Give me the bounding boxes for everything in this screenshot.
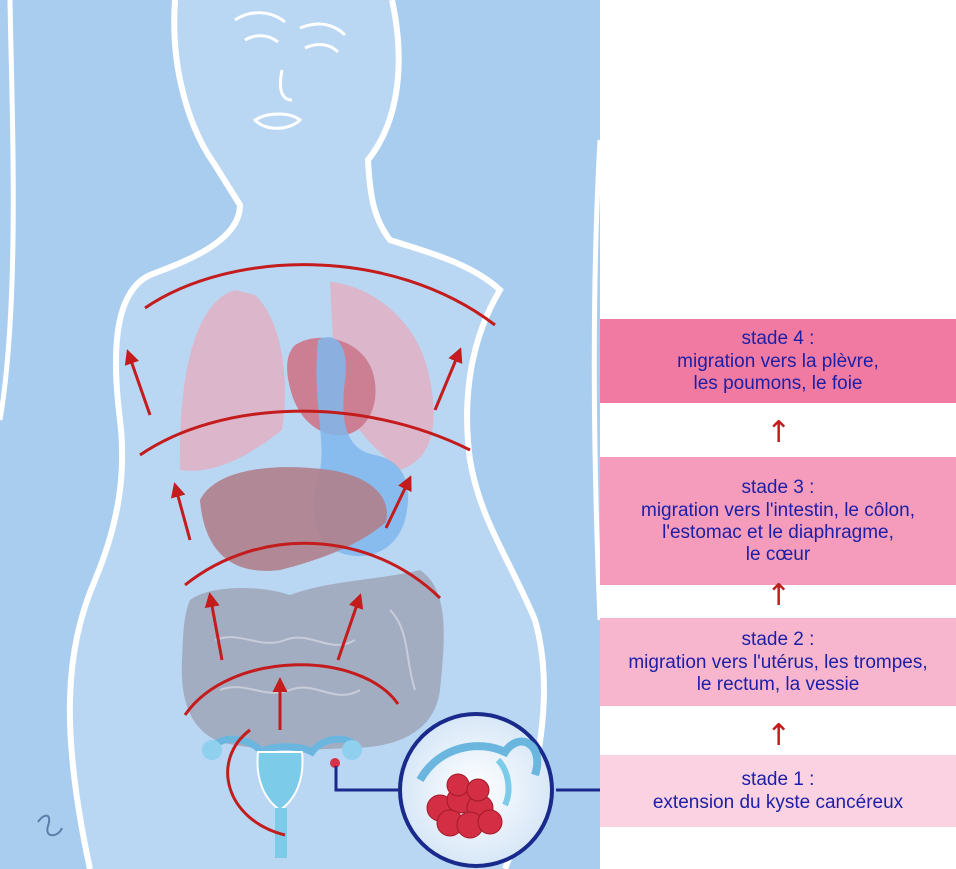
stage-3-line-3: le cœur [746, 544, 810, 566]
stage-2-line-1: migration vers l'utérus, les trompes, [628, 652, 927, 674]
stage-1-box: stade 1 : extension du kyste cancéreux [600, 755, 956, 827]
stage-2-line-2: le rectum, la vessie [697, 674, 860, 696]
zoom-circle [400, 714, 552, 866]
stage-2-box: stade 2 : migration vers l'utérus, les t… [600, 618, 956, 706]
stage-2-title: stade 2 : [742, 629, 815, 651]
arrow-up-icon: ↑ [766, 415, 790, 451]
stage-3-line-1: migration vers l'intestin, le côlon, [641, 500, 915, 522]
stage-3-title: stade 3 : [742, 477, 815, 499]
stage-3-line-2: l'estomac et le diaphragme, [662, 522, 894, 544]
stage-1-title: stade 1 : [742, 769, 815, 791]
stage-4-line-2: les poumons, le foie [694, 373, 863, 395]
stage-4-line-1: migration vers la plèvre, [677, 351, 879, 373]
stage-4-box: stade 4 : migration vers la plèvre, les … [600, 319, 956, 403]
arrow-up-icon: ↑ [766, 578, 790, 614]
stage-3-box: stade 3 : migration vers l'intestin, le … [600, 457, 956, 585]
stage-1-line-1: extension du kyste cancéreux [653, 792, 903, 814]
anatomy-illustration [0, 0, 600, 869]
stage-4-title: stade 4 : [742, 328, 815, 350]
arrow-up-icon: ↑ [766, 718, 790, 754]
